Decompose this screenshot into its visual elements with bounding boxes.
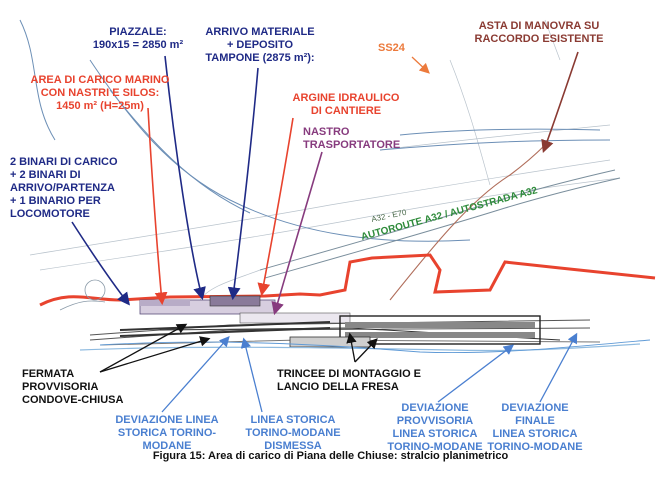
label-deviazione-provvisoria: DEVIAZIONE PROVVISORIA LINEA STORICA TOR… xyxy=(387,402,483,453)
arrow-trincee-1 xyxy=(354,338,378,363)
arrow-arrivo xyxy=(227,67,259,301)
label-trincee: TRINCEE DI MONTAGGIO E LANCIO DELLA FRES… xyxy=(277,368,422,393)
label-nastro: NASTRO TRASPORTATORE xyxy=(303,126,401,151)
arrow-fermata-1 xyxy=(99,323,188,373)
tbm-trenches xyxy=(289,315,541,348)
label-area-carico: AREA DI CARICO MARINO CON NASTRI E SILOS… xyxy=(30,74,170,112)
arrow-ss24 xyxy=(411,56,430,74)
site-platform xyxy=(139,295,351,324)
callout-arrows xyxy=(71,51,579,413)
motorway-a32 xyxy=(259,169,621,279)
label-fermata: FERMATA PROVVISORIA CONDOVE-CHIUSA xyxy=(22,368,124,406)
construction-boundary xyxy=(39,253,656,307)
arrow-argine xyxy=(257,117,294,297)
roundabout xyxy=(59,279,106,311)
arrow-area-carico xyxy=(147,107,168,306)
figure-caption: Figura 15: Area di carico di Piana delle… xyxy=(152,450,509,462)
arrow-dev-provvisoria xyxy=(437,344,515,403)
label-asta-manovra: ASTA DI MANOVRA SU RACCORDO ESISTENTE xyxy=(474,20,604,45)
terrain-lines xyxy=(29,19,621,301)
label-piazzale: PIAZZALE: 190x15 = 2850 m² xyxy=(92,26,184,51)
arrow-binari xyxy=(71,221,130,306)
arrow-dev-linea xyxy=(161,336,230,413)
label-ss24: SS24 xyxy=(378,42,405,54)
arrow-trincee-2 xyxy=(346,332,357,363)
label-linea-dismessa: LINEA STORICA TORINO-MODANE DISMESSA xyxy=(245,414,341,452)
label-binari: 2 BINARI DI CARICO + 2 BINARI DI ARRIVO/… xyxy=(10,156,118,220)
label-deviazione-finale: DEVIAZIONE FINALE LINEA STORICA TORINO-M… xyxy=(487,402,583,453)
arrow-piazzale xyxy=(164,55,206,301)
arrow-nastro xyxy=(271,151,323,316)
raccordo-existing-line xyxy=(389,144,546,301)
arrow-fermata-2 xyxy=(99,336,211,373)
label-argine: ARGINE IDRAULICO DI CANTIERE xyxy=(292,92,400,117)
arrow-asta xyxy=(541,51,579,154)
arrow-linea-dismessa xyxy=(240,337,263,413)
river-lines xyxy=(19,19,611,242)
label-arrivo-materiale: ARRIVO MATERIALE + DEPOSITO TAMPONE (287… xyxy=(205,26,315,64)
label-deviazione-linea: DEVIAZIONE LINEA STORICA TORINO- MODANE xyxy=(115,414,219,452)
arrow-dev-finale xyxy=(539,332,578,403)
